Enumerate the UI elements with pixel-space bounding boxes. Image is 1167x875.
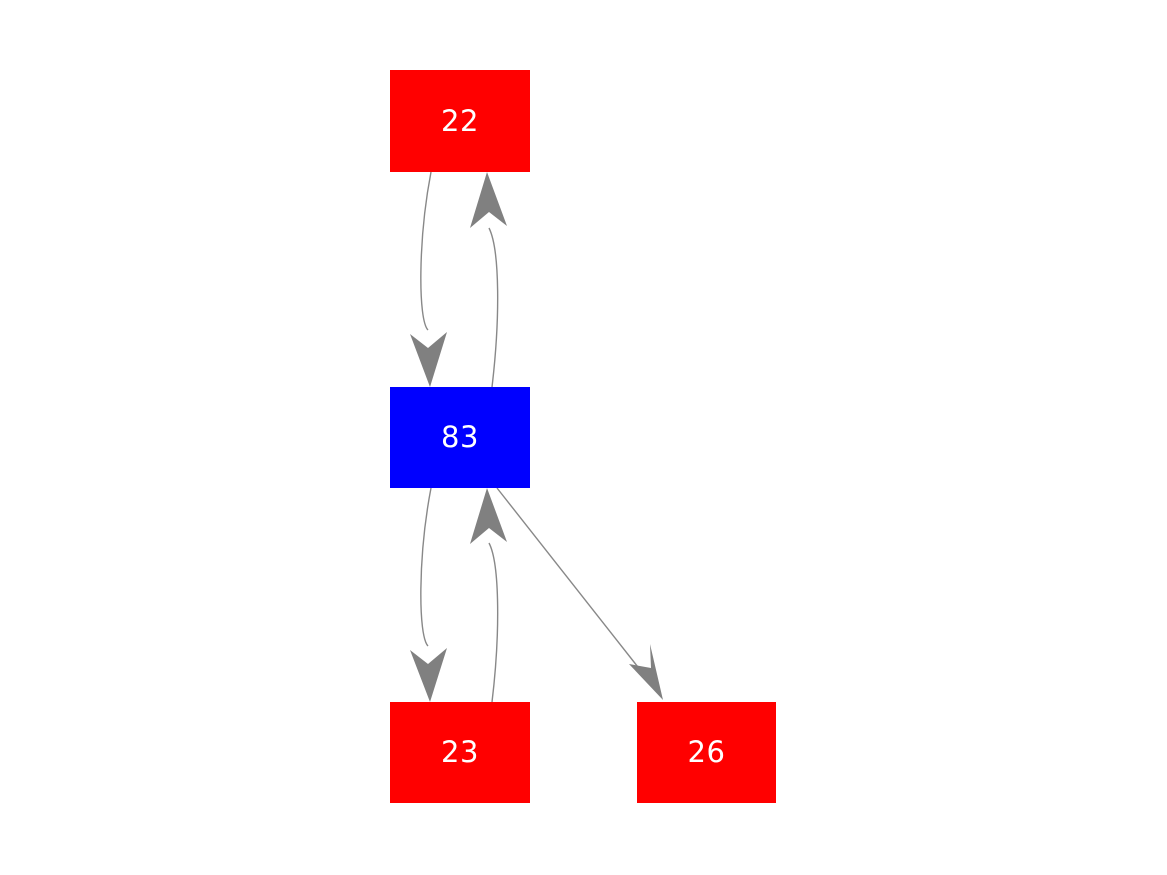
node-83-label: 83 <box>441 420 479 454</box>
node-23[interactable]: 23 <box>390 702 530 803</box>
node-26-label: 26 <box>687 735 726 769</box>
edge-83-to-22 <box>470 172 507 388</box>
node-22-label: 22 <box>441 103 479 138</box>
edge-22-to-83 <box>410 171 447 387</box>
node-83[interactable]: 83 <box>390 387 530 488</box>
edge-83-to-23 <box>410 487 447 702</box>
node-26[interactable]: 26 <box>637 702 776 803</box>
node-23-label: 23 <box>441 735 479 769</box>
edge-83-to-26 <box>496 487 663 700</box>
edge-23-to-83 <box>470 488 507 703</box>
node-22[interactable]: 22 <box>390 70 530 172</box>
